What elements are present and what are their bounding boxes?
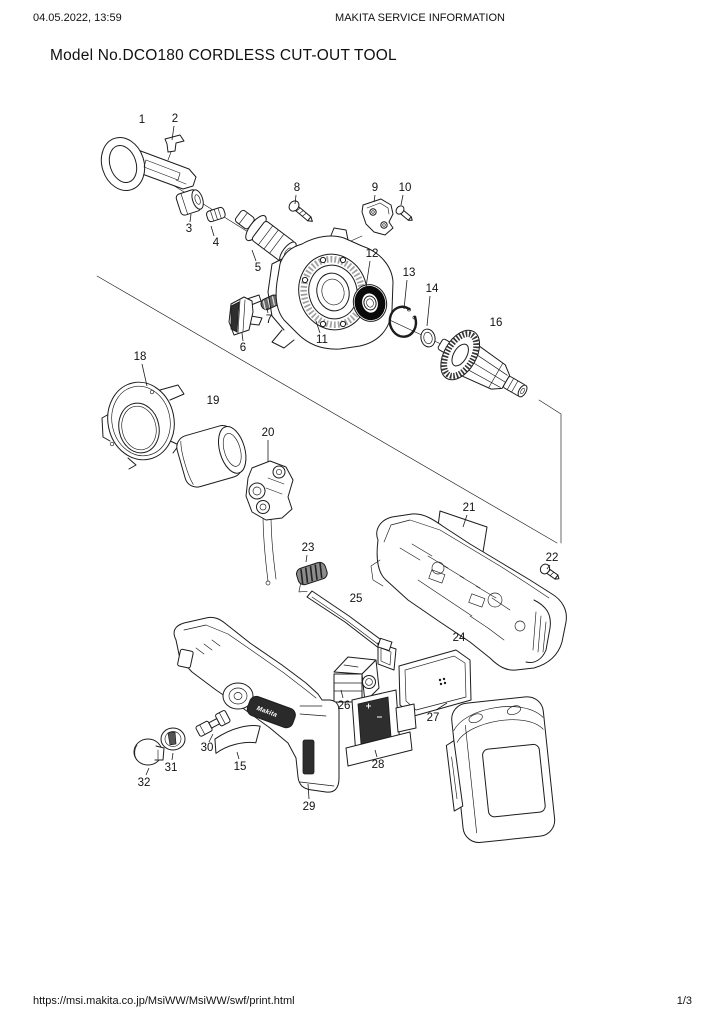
leader-line-11 — [315, 320, 321, 334]
part-number-18: 18 — [134, 351, 147, 363]
part-32-cap — [133, 738, 165, 766]
part-number-1: 1 — [139, 114, 145, 126]
part-number-7: 7 — [266, 314, 272, 326]
leader-line-28 — [374, 749, 378, 758]
service-info-header: MAKITA SERVICE INFORMATION — [335, 12, 505, 24]
part-number-21: 21 — [463, 502, 476, 514]
leader-line-6 — [241, 332, 244, 342]
part-31-cap-lens — [160, 727, 186, 751]
leader-line-4 — [210, 225, 215, 237]
part-number-14: 14 — [426, 283, 439, 295]
part-number-29: 29 — [303, 801, 316, 813]
part-23-slide-button — [296, 561, 328, 593]
part-number-16: 16 — [490, 317, 503, 329]
part-number-4: 4 — [213, 237, 220, 249]
part-number-13: 13 — [403, 267, 416, 279]
part-number-2: 2 — [172, 113, 178, 125]
part-6-lock-button — [228, 294, 263, 336]
part-number-31: 31 — [165, 762, 178, 774]
leader-line-13 — [403, 279, 408, 310]
leader-line-9 — [373, 194, 376, 203]
part-number-22: 22 — [546, 552, 559, 564]
print-source-url: https://msi.makita.co.jp/MsiWW/MsiWW/swf… — [33, 995, 295, 1007]
part-1-lock-wrench — [100, 137, 197, 191]
part-7-spring — [260, 294, 281, 311]
leader-line-14 — [426, 295, 431, 327]
leader-line-26 — [340, 689, 344, 699]
part-2-clip — [164, 134, 185, 161]
part-19-stator-sleeve — [176, 425, 247, 488]
part-27-controller — [398, 649, 472, 717]
part-29-housing-left: Makita — [173, 616, 340, 793]
leader-line-2 — [171, 125, 175, 141]
leader-line-29 — [307, 783, 310, 800]
part-30-pin — [195, 710, 231, 737]
part-number-25: 25 — [350, 593, 363, 605]
part-number-30: 30 — [201, 742, 214, 754]
part-number-12: 12 — [366, 248, 379, 260]
part-12-ball-bearing — [352, 284, 388, 322]
part-number-20: 20 — [262, 427, 275, 439]
part-14-ring — [420, 328, 436, 348]
part-20-brush-holder-unit — [245, 460, 294, 521]
assembly-axis-lines — [96, 181, 562, 586]
print-datetime: 04.05.2022, 13:59 — [33, 12, 122, 24]
part-number-24: 24 — [453, 632, 466, 644]
part-18-bearing-box-ring — [101, 381, 185, 470]
leader-line-23 — [305, 554, 308, 563]
leader-line-30 — [208, 733, 214, 743]
part-number-23: 23 — [302, 542, 315, 554]
part-10-screw — [395, 205, 413, 221]
leader-line-31 — [171, 752, 174, 761]
page-number: 1/3 — [676, 995, 692, 1007]
part-13-retaining-ring — [388, 305, 418, 338]
leader-line-22 — [546, 564, 551, 570]
part-8-screw — [288, 200, 313, 222]
part-3-collet-nut — [175, 189, 204, 216]
part-9-bearing-retainer-plate — [361, 198, 394, 236]
leader-line-32 — [145, 767, 150, 776]
leader-line-12 — [365, 260, 371, 288]
part-26-switch — [333, 656, 380, 703]
leader-line-7 — [266, 307, 269, 314]
battery-pack — [445, 696, 556, 844]
model-title: Model No.DCO180 CORDLESS CUT-OUT TOOL — [50, 47, 397, 64]
part-number-27: 27 — [427, 712, 440, 724]
part-number-10: 10 — [399, 182, 412, 194]
part-number-19: 19 — [207, 395, 220, 407]
leader-line-5 — [251, 249, 257, 262]
part-number-9: 9 — [372, 182, 378, 194]
part-4-collet-cone — [205, 206, 226, 223]
part-number-26: 26 — [338, 700, 351, 712]
part-number-3: 3 — [186, 223, 192, 235]
part-number-8: 8 — [294, 182, 300, 194]
part-16-armature — [437, 329, 528, 398]
part-number-6: 6 — [240, 342, 246, 354]
part-number-28: 28 — [372, 759, 385, 771]
part-number-32: 32 — [138, 777, 151, 789]
leader-line-18 — [141, 363, 148, 387]
leader-line-3 — [189, 213, 192, 223]
part-15-label — [214, 725, 261, 754]
leader-line-21 — [462, 514, 468, 528]
leader-line-27 — [435, 702, 448, 711]
leader-line-10 — [400, 194, 404, 206]
leader-line-15 — [236, 751, 240, 760]
part-11-gear-housing — [267, 227, 394, 350]
part-25-switch-lever — [306, 590, 397, 671]
part-22-screw — [539, 563, 560, 580]
part-28-terminal-unit — [345, 689, 417, 767]
part-number-11: 11 — [316, 334, 328, 346]
part-number-5: 5 — [255, 262, 261, 274]
leader-line-8 — [294, 194, 297, 205]
part-number-15: 15 — [234, 761, 247, 773]
part-24-housing-right — [370, 513, 567, 671]
